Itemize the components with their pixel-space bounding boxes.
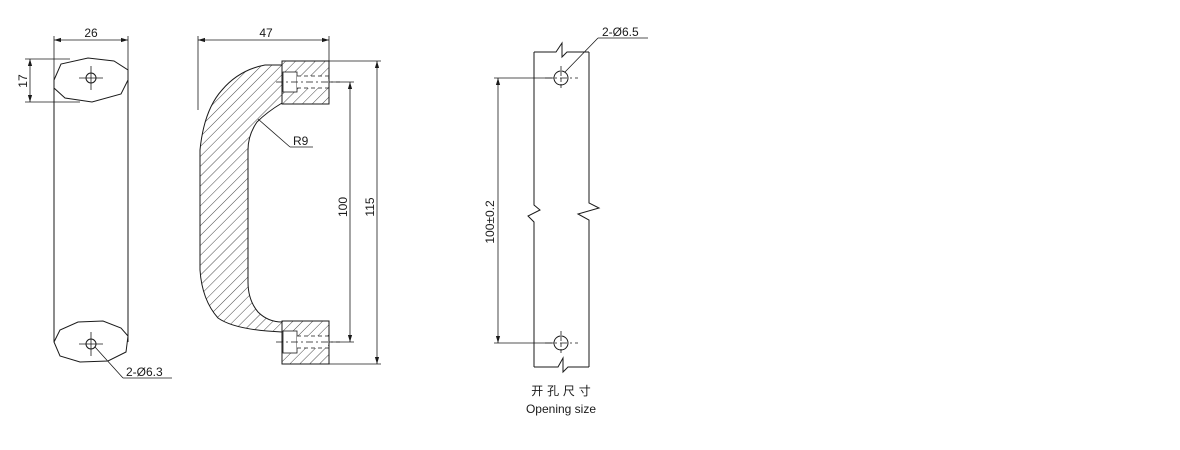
- side-top-end: [53, 57, 129, 103]
- dim-115-label: 115: [363, 197, 377, 216]
- dim-17-label: 17: [16, 74, 30, 88]
- cutout-hole-label: 2-Ø6.5: [602, 25, 639, 39]
- radius-leader: [257, 118, 291, 148]
- dim-100-label: 100: [336, 197, 350, 217]
- hole-callout-label: 2-Ø6.3: [126, 365, 163, 379]
- radius-label: R9: [293, 134, 309, 148]
- dim-47-label: 47: [259, 26, 273, 40]
- panel-left-edge: [527, 52, 541, 367]
- panel-right-edge: [576, 52, 601, 367]
- caption-chinese: 开 孔 尺 寸: [531, 384, 590, 398]
- dim-26-label: 26: [84, 26, 98, 40]
- front-view: 47 R9 100 115: [197, 26, 381, 365]
- handle-section-body: [199, 64, 283, 333]
- panel-top-break: [534, 41, 589, 59]
- panel-bottom-break: [534, 356, 589, 374]
- caption-english: Opening size: [526, 402, 596, 416]
- cutout-view: 100±0.2 2-Ø6.5 开 孔 尺 寸 Opening size: [483, 25, 648, 416]
- hole-leader: [94, 346, 124, 379]
- dim-pitch-label: 100±0.2: [483, 200, 497, 244]
- cutout-hole-leader: [564, 37, 599, 73]
- side-view: 26 17 2-Ø6.3: [16, 26, 172, 379]
- side-bottom-end: [53, 320, 129, 363]
